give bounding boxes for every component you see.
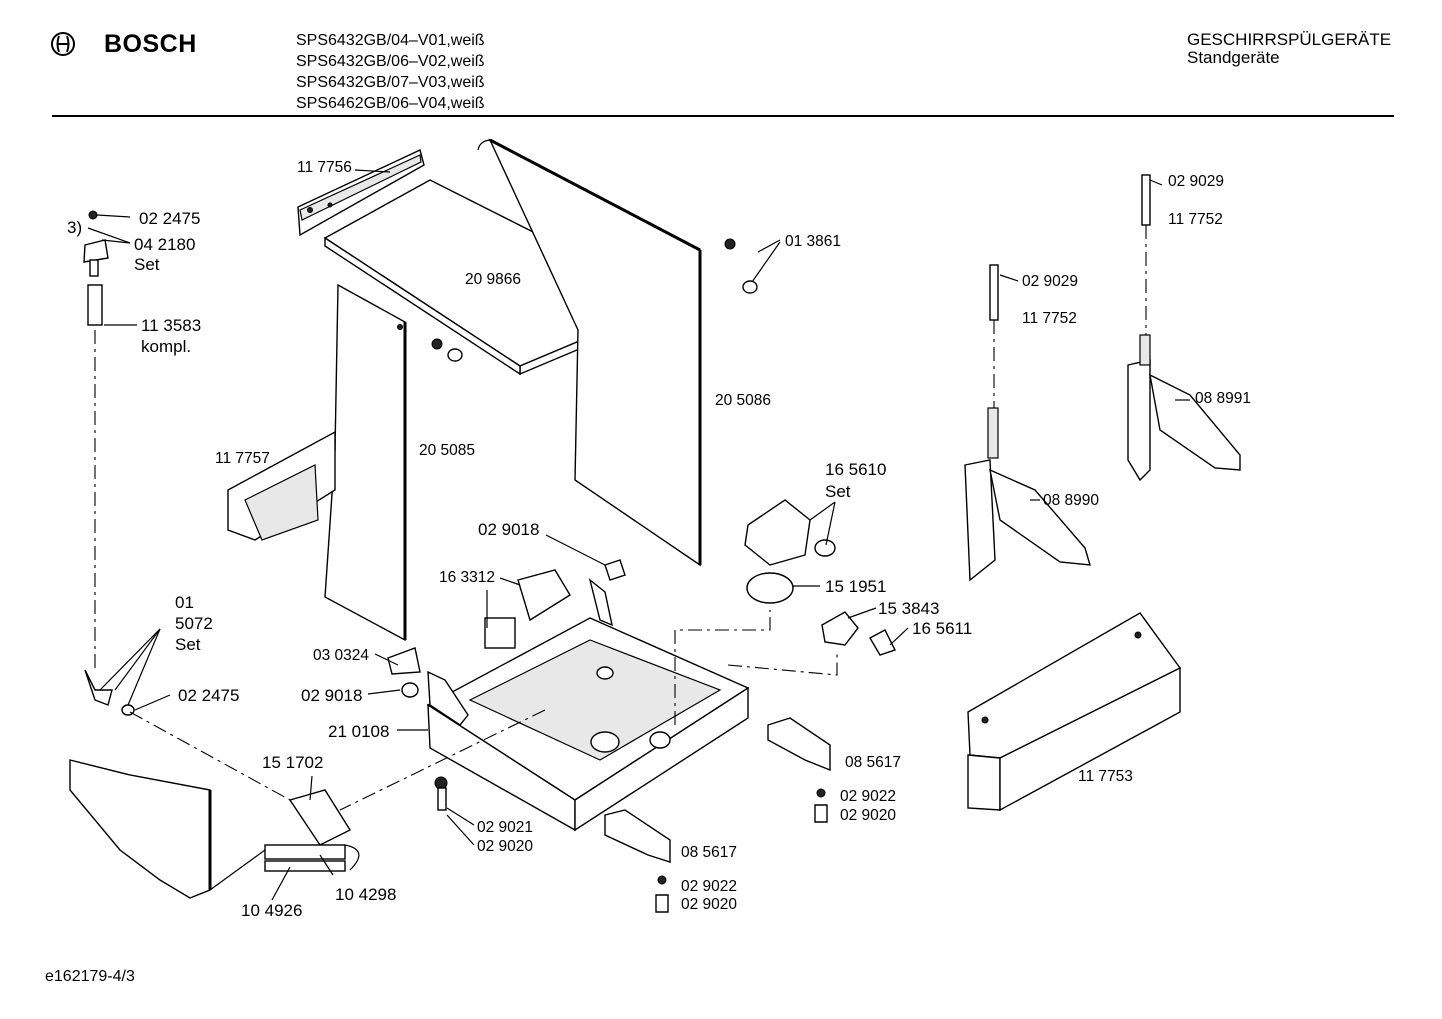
label-029022-a: 02 9022 [840,788,896,805]
foot-rails-part [434,717,831,913]
label-029029-b: 02 9029 [1022,273,1078,290]
model-list: SPS6432GB/04–V01,weiß SPS6432GB/06–V02,w… [296,30,485,114]
label-085617-b: 08 5617 [681,844,737,861]
brand-name: BOSCH [104,30,197,58]
model-line: SPS6462GB/06–V04,weiß [296,95,485,112]
model-line: SPS6432GB/04–V01,weiß [296,32,485,49]
label-029022-b: 02 9022 [681,878,737,895]
label-029020-a: 02 9020 [477,838,533,855]
leader-lines [87,169,1190,901]
label-029020-c: 02 9020 [681,896,737,913]
label-205085: 20 5085 [419,442,475,459]
drawing-code: e162179-4/3 [45,968,135,985]
label-note-3: 3) [67,218,82,237]
label-029021: 02 9021 [477,819,533,836]
label-165610-set: Set [825,482,851,501]
insulation-block-part [227,430,336,541]
label-088991: 08 8991 [1195,390,1251,407]
pump-assembly-part [387,499,896,698]
label-165610: 16 5610 [825,460,886,479]
label-163312: 16 3312 [439,569,495,586]
label-113583: 11 3583 [141,316,201,335]
side-panel-part [324,283,407,642]
label-210108: 21 0108 [328,722,389,741]
label-022475: 02 2475 [139,209,200,228]
label-015072-a: 01 [175,593,194,612]
label-117753: 11 7753 [1078,768,1133,785]
hinge-right-part [1127,174,1241,482]
label-165611: 16 5611 [912,619,972,638]
model-line: SPS6432GB/07–V03,weiß [296,74,485,91]
label-104926: 10 4926 [241,901,302,920]
label-104298: 10 4298 [335,885,396,904]
hose-pipe-part [83,210,135,716]
part-labels: 11 7756 20 9866 01 3861 20 5086 20 5085 … [67,159,1251,920]
kickplate-part [967,612,1182,812]
lower-left-panel-part [69,759,212,899]
label-151951: 15 1951 [825,577,886,596]
label-085617-a: 08 5617 [845,754,901,771]
label-022475-b: 02 2475 [178,686,239,705]
screw-set-part [431,238,758,362]
label-117752-a: 11 7752 [1168,211,1223,228]
header-rule [52,115,1394,117]
label-029020-b: 02 9020 [840,807,896,824]
label-042180-set: Set [134,255,160,274]
label-113583-kompl: kompl. [141,337,191,356]
category-title: GESCHIRRSPÜLGERÄTE [1187,30,1392,49]
label-117757: 11 7757 [215,450,270,467]
label-015072-b: 5072 [175,614,213,633]
bosch-armature-icon [51,32,75,56]
label-205086: 20 5086 [715,392,771,409]
base-tub-part [426,578,750,832]
label-042180: 04 2180 [134,235,195,254]
hinge-left-part [964,264,1091,582]
label-015072-set: Set [175,635,201,654]
category-subtitle: Standgeräte [1187,48,1280,67]
back-panel-part [477,138,702,567]
bosch-logo: BOSCH [50,30,200,60]
label-088990: 08 8990 [1043,492,1099,509]
label-151702: 15 1702 [262,753,323,772]
label-029018-a: 02 9018 [478,520,539,539]
label-117756: 11 7756 [297,159,352,176]
label-029018-b: 02 9018 [301,686,362,705]
top-rail-part [297,149,425,237]
label-029029-a: 02 9029 [1168,173,1224,190]
label-209866: 20 9866 [465,271,521,288]
label-013861: 01 3861 [785,233,841,250]
label-153843: 15 3843 [878,599,939,618]
category-block: GESCHIRRSPÜLGERÄTE Standgeräte [1187,31,1391,67]
label-117752-b: 11 7752 [1022,310,1077,327]
model-line: SPS6432GB/06–V02,weiß [296,53,485,70]
label-030324: 03 0324 [313,647,369,664]
hose-valve-part [209,789,360,891]
